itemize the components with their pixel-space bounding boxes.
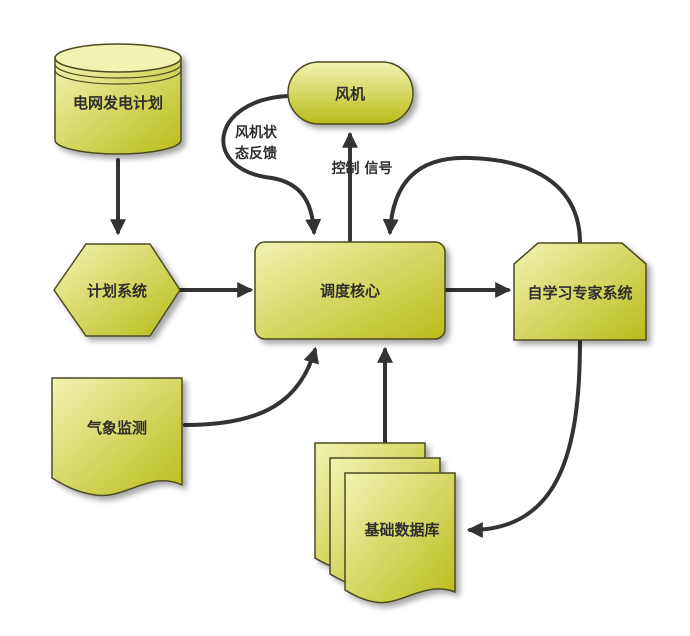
node-wind-turbine[interactable]: 风机 bbox=[287, 61, 414, 125]
edge-label-control-signal: 控制 信号 bbox=[332, 160, 393, 177]
node-grid-plan-label: 电网发电计划 bbox=[73, 94, 163, 112]
edges bbox=[110, 94, 582, 538]
edge-weather-to-dispatch bbox=[183, 346, 319, 427]
node-expert-system-label: 自学习专家系统 bbox=[527, 284, 632, 302]
hexagon-shape bbox=[53, 243, 181, 337]
document-shape bbox=[51, 377, 183, 497]
edge-expert-to-database bbox=[466, 338, 582, 538]
node-plan-system[interactable]: 计划系统 bbox=[53, 243, 181, 337]
node-grid-plan[interactable]: 电网发电计划 bbox=[54, 43, 182, 155]
cylinder-shape bbox=[54, 43, 182, 155]
node-weather[interactable]: 气象监测 bbox=[51, 377, 183, 497]
node-database-label: 基础数据库 bbox=[363, 521, 439, 539]
node-wind-turbine-label: 风机 bbox=[335, 85, 365, 103]
edge-expert-to-dispatch bbox=[382, 155, 582, 245]
node-dispatch-core[interactable]: 调度核心 bbox=[254, 241, 446, 340]
edge-label-feedback-line2: 态反馈 bbox=[235, 145, 277, 162]
multi-document-shape bbox=[314, 442, 456, 604]
rounded-rect-shape bbox=[254, 241, 446, 340]
edge-turbine-feedback bbox=[221, 94, 322, 236]
node-plan-system-label: 计划系统 bbox=[87, 282, 147, 300]
node-expert-system[interactable]: 自学习专家系统 bbox=[513, 242, 647, 341]
terminator-shape bbox=[287, 61, 414, 125]
edge-label-feedback-line1: 风机状 bbox=[235, 124, 278, 141]
node-weather-label: 气象监测 bbox=[86, 419, 147, 437]
pentagon-card-shape bbox=[513, 242, 647, 341]
node-database[interactable]: 基础数据库 bbox=[314, 442, 456, 604]
node-dispatch-core-label: 调度核心 bbox=[320, 282, 380, 300]
